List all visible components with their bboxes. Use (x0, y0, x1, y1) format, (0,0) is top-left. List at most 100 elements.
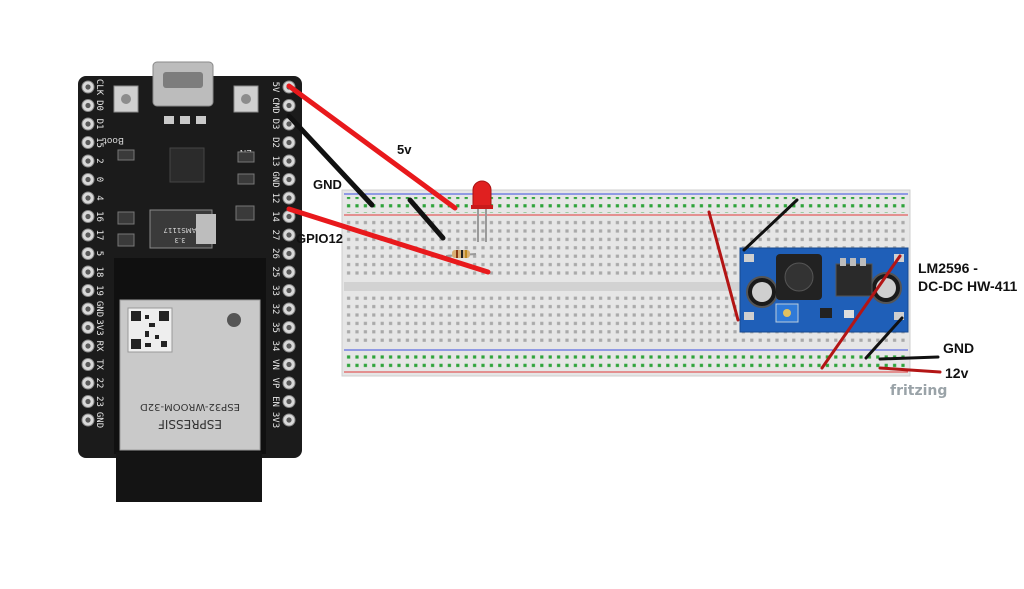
pin-hole (85, 84, 91, 90)
resistor-band (461, 250, 463, 258)
resistor-band (465, 250, 467, 258)
pin-label-right: VN (270, 359, 280, 370)
center-channel (344, 282, 908, 291)
pin-label-left: GND (94, 412, 104, 428)
wire-buck-out-black (742, 198, 799, 252)
pin-label-left: 0 (94, 177, 104, 182)
smd-part (820, 308, 832, 318)
pin-hole (85, 306, 91, 312)
label-12v-supply: 12v (945, 365, 969, 381)
pin-hole (286, 139, 292, 146)
pin-label-right: 35 (270, 322, 280, 333)
smd-part (237, 151, 255, 163)
regulator-tab (196, 214, 216, 244)
pin-label-right: 5V (270, 82, 280, 93)
pin-label-right: 13 (270, 156, 280, 167)
pin-label-left: CLK (94, 79, 104, 96)
pin-hole (286, 398, 292, 405)
pin-label-right: D2 (270, 137, 280, 148)
smd-part (196, 116, 206, 124)
pin-label-right: 3V3 (270, 412, 280, 428)
label-gnd-supply: GND (943, 340, 974, 356)
pin-hole (85, 213, 91, 220)
lm2596-ic (835, 263, 873, 297)
module-mark (227, 313, 241, 327)
pin-label-left: 22 (94, 378, 104, 389)
pin-hole (85, 158, 91, 164)
pin-label-right: GND (270, 171, 280, 187)
pin-hole (286, 102, 292, 109)
pin-label-right: 34 (270, 341, 280, 352)
pin-label-left: RX (94, 341, 104, 352)
pin-hole (85, 398, 91, 405)
pin-hole (85, 102, 91, 109)
label-gnd: GND (313, 177, 342, 192)
label-regulator-line1: LM2596 - (918, 260, 978, 276)
pin-label-left: 3V3 (94, 319, 104, 335)
pin-label-left: 16 (94, 211, 104, 222)
pin-hole (286, 195, 292, 201)
regulator-sub: 3.3 (174, 236, 185, 244)
smd-part (117, 233, 135, 247)
capacitor-top (752, 282, 772, 302)
ic-pin (850, 258, 856, 266)
pin-label-left: 17 (94, 230, 104, 241)
label-5v: 5v (397, 142, 412, 157)
ic-pin (860, 258, 866, 266)
pin-hole (85, 250, 91, 257)
led-body (472, 180, 492, 208)
smd-part (117, 211, 135, 225)
pin-hole (286, 361, 292, 368)
pin-label-left: 2 (94, 158, 104, 163)
pin-hole (286, 380, 292, 386)
smd-part (237, 173, 255, 185)
pin-label-right: 14 (270, 211, 280, 222)
pin-hole (286, 213, 292, 220)
regulator-text: AMS1117 (163, 226, 196, 234)
pin-hole (286, 287, 292, 294)
resistor (445, 250, 477, 258)
out-terminal (744, 312, 754, 320)
pin-hole (85, 287, 91, 294)
out-terminal (744, 254, 754, 262)
esp32-devkit: Boot EN AMS1117 3.3 ESPRESSIF ESP32-WROO… (78, 61, 302, 502)
pin-hole (85, 269, 91, 275)
pin-label-right: 27 (270, 230, 280, 241)
fritzing-watermark: fritzing (890, 383, 947, 399)
pin-label-left: 19 (94, 285, 104, 296)
wire-supply-gnd-black (878, 355, 940, 361)
smd-part (117, 149, 135, 161)
wire-gpio12-red (286, 206, 491, 275)
pin-label-left: D0 (94, 100, 104, 111)
trim-screw[interactable] (783, 309, 791, 317)
boot-button-cap (121, 94, 131, 104)
pin-label-right: 26 (270, 248, 280, 259)
usb-uart-chip (169, 147, 205, 183)
pin-hole (85, 324, 91, 331)
module-model: ESP32-WROOM-32D (140, 401, 240, 412)
pin-label-right: EN (270, 396, 280, 407)
resistor-band (456, 250, 458, 258)
pin-hole (85, 232, 91, 238)
pin-hole (286, 176, 292, 183)
pin-hole (85, 343, 91, 349)
pin-label-left: 5 (94, 251, 104, 256)
module-brand: ESPRESSIF (158, 417, 222, 431)
bottom-power-rail-holes (346, 353, 906, 370)
pin-hole (286, 324, 292, 331)
pin-hole (286, 250, 292, 257)
pin-hole (85, 417, 91, 423)
smd-part (844, 310, 854, 318)
pin-label-left: 23 (94, 396, 104, 407)
label-gpio12: GPIO12 (296, 231, 343, 246)
pin-hole (85, 380, 91, 386)
smd-part (235, 205, 255, 221)
pin-label-right: D3 (270, 119, 280, 130)
boot-label: Boot (103, 135, 124, 145)
wires (286, 83, 942, 374)
pin-label-left: TX (94, 359, 104, 370)
wire-gnd-black (286, 113, 375, 208)
pin-label-left: 15 (94, 137, 104, 148)
